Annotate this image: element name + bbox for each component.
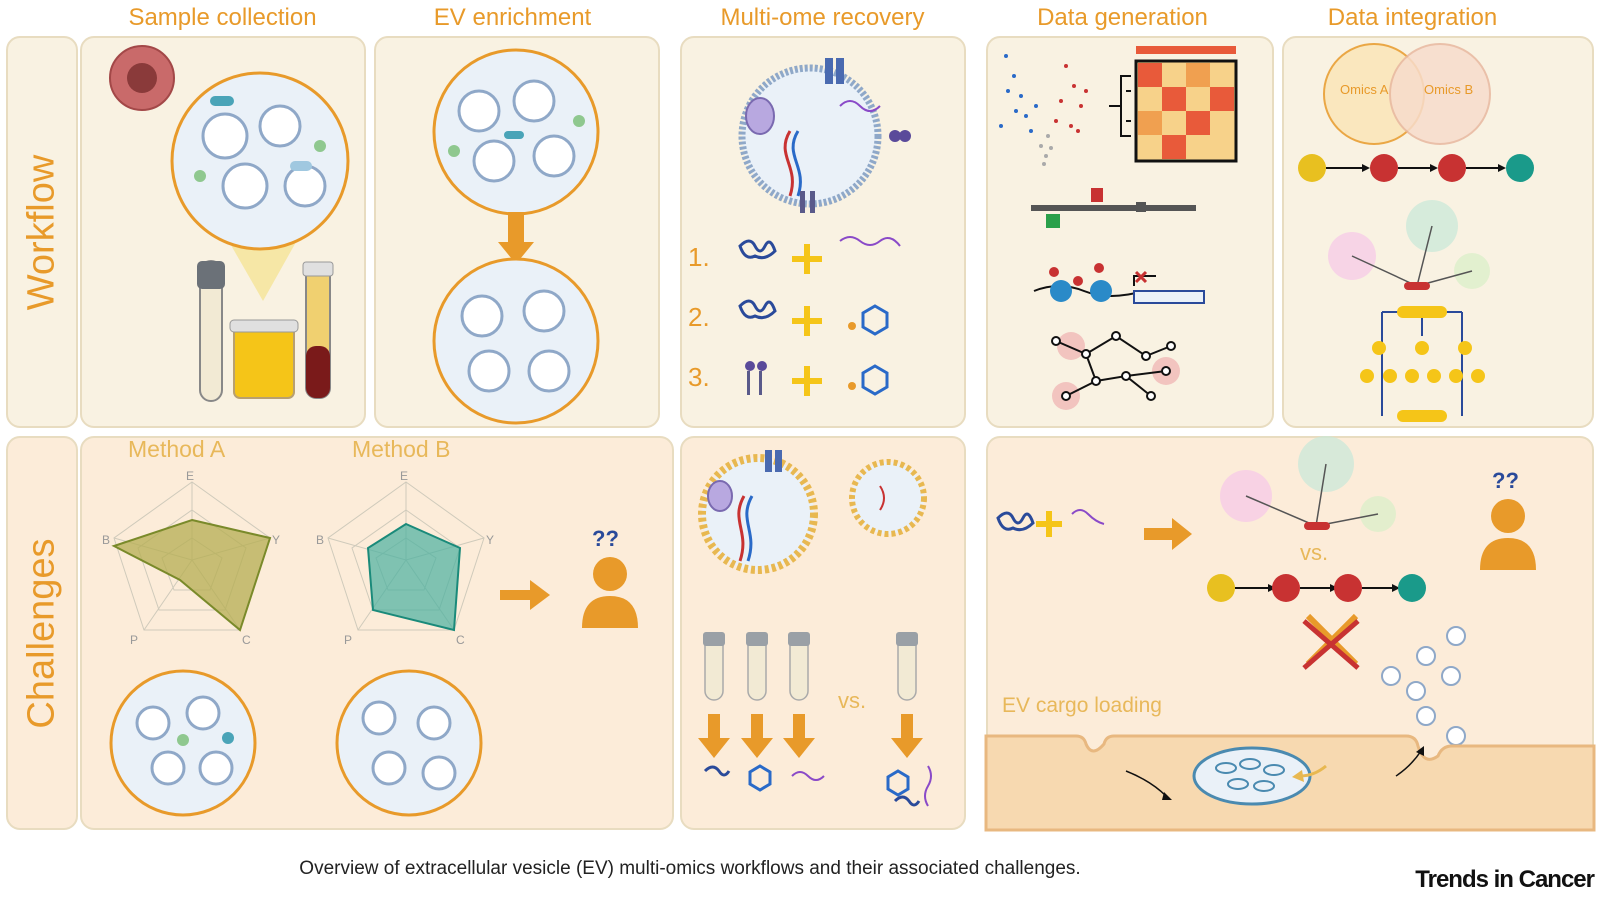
protein-rna-pair-icon — [996, 509, 1105, 537]
method-b-axis-p: P — [344, 633, 352, 647]
method-a-axis-e: E — [186, 469, 194, 483]
workflow-row-label: Workflow — [20, 154, 63, 310]
method-comparison-arrow-icon — [500, 580, 550, 610]
journal-brand: Trends in Cancer — [1415, 866, 1595, 893]
volcano-plot-icon — [999, 54, 1088, 166]
extraction-arrows-icon — [698, 714, 923, 758]
method-b-profile — [366, 522, 462, 632]
question-marks-label-2: ?? — [1492, 468, 1519, 493]
enrichment-arrow-icon — [498, 242, 534, 264]
enriched-ev-icon — [432, 257, 600, 425]
ev-vesicle-icon — [738, 64, 882, 208]
ev-cargo-loading-label: EV cargo loading — [1002, 694, 1162, 717]
figure-caption: Overview of extracellular vesicle (EV) m… — [299, 858, 1081, 879]
method-a-axis-b: B — [102, 533, 110, 547]
method-b-title: Method B — [352, 436, 451, 462]
large-ev-icon — [698, 454, 818, 574]
method-b-axis-y: Y — [486, 533, 494, 547]
header-multiome-recovery: Multi-ome recovery — [720, 4, 925, 31]
method-a-profile — [111, 518, 272, 632]
multilayer-network-icon — [1328, 200, 1490, 290]
genome-track-icon — [1031, 188, 1196, 228]
endosome-icon — [1192, 746, 1312, 806]
protein-icon — [738, 239, 777, 260]
recovery-vs-label: vs. — [838, 688, 867, 713]
hierarchy-icon — [1381, 311, 1463, 416]
omics-venn-icon — [1323, 43, 1491, 145]
method-a-title: Method A — [128, 436, 226, 462]
challenges-row-label-panel — [6, 436, 78, 830]
ev-enrichment-illustration — [432, 48, 600, 425]
heatmap-icon — [1109, 46, 1238, 163]
header-ev-enrichment: EV enrichment — [433, 4, 592, 31]
chromatin-icon — [1033, 263, 1205, 304]
header-data-generation: Data generation — [1037, 4, 1208, 31]
lipid-icon — [745, 361, 767, 395]
enrichment-arrow-shaft — [508, 212, 524, 242]
radar-chart-method-a: E Y C P B — [102, 469, 280, 647]
challenges-row-label: Challenges — [20, 537, 63, 729]
recovery-challenge-illustration — [698, 450, 932, 807]
secreted-evs-icon — [1381, 626, 1466, 746]
header-data-integration: Data integration — [1327, 4, 1498, 31]
rna-icon — [839, 236, 901, 247]
plus-icon-3 — [792, 366, 822, 396]
omics-b-label: Omics B — [1424, 82, 1473, 97]
integration-arrow-icon — [1144, 518, 1192, 550]
pathway-model-icon — [1207, 574, 1426, 602]
uptake-arrow-icon — [1125, 770, 1167, 797]
multiome-recovery-illustration: 1. 2. 3. — [688, 58, 911, 396]
extraction-tubes-icon — [703, 632, 918, 701]
urine-cup-icon — [233, 325, 295, 399]
small-ev-icon — [849, 459, 927, 537]
data-generation-illustration — [999, 46, 1238, 410]
separate-analytes-icon — [703, 764, 825, 792]
method-b-axis-e: E — [400, 469, 408, 483]
combined-analytes-icon — [886, 765, 932, 807]
network-icon — [1051, 331, 1180, 410]
question-marks-label: ?? — [592, 526, 619, 551]
plus-icon-2 — [792, 306, 822, 336]
omics-a-label: Omics A — [1340, 82, 1389, 97]
network-model-icon — [1220, 436, 1396, 532]
workflow-row-label-panel — [6, 36, 78, 428]
method-a-axis-c: C — [242, 633, 251, 647]
method-b-axis-b: B — [316, 533, 324, 547]
step-2-label: 2. — [688, 302, 710, 332]
plus-icon — [792, 244, 822, 274]
protein-icon-2 — [738, 299, 777, 320]
method-b-ev-sample-icon — [335, 669, 483, 817]
broken-link-icon — [1302, 613, 1360, 670]
integration-challenge-illustration — [984, 436, 1596, 832]
sample-collection-illustration — [109, 45, 350, 402]
integration-vs-label: vs. — [1300, 540, 1329, 565]
step-1-label: 1. — [688, 242, 710, 272]
method-a-ev-sample-icon — [109, 669, 257, 817]
metabolite-icon-2 — [848, 364, 889, 396]
method-a-axis-p: P — [130, 633, 138, 647]
header-sample-collection: Sample collection — [128, 4, 317, 31]
confused-user-icon — [582, 557, 638, 628]
radar-chart-method-b: E Y C P B — [316, 469, 494, 647]
confused-user-icon-2 — [1480, 499, 1536, 570]
method-b-axis-c: C — [456, 633, 465, 647]
ev-mixture-icon — [170, 71, 350, 251]
data-integration-illustration: Omics A Omics B — [1298, 43, 1534, 422]
pathway-chain-icon — [1298, 154, 1534, 182]
metabolite-icon — [848, 304, 889, 336]
method-a-axis-y: Y — [272, 533, 280, 547]
step-3-label: 3. — [688, 362, 710, 392]
